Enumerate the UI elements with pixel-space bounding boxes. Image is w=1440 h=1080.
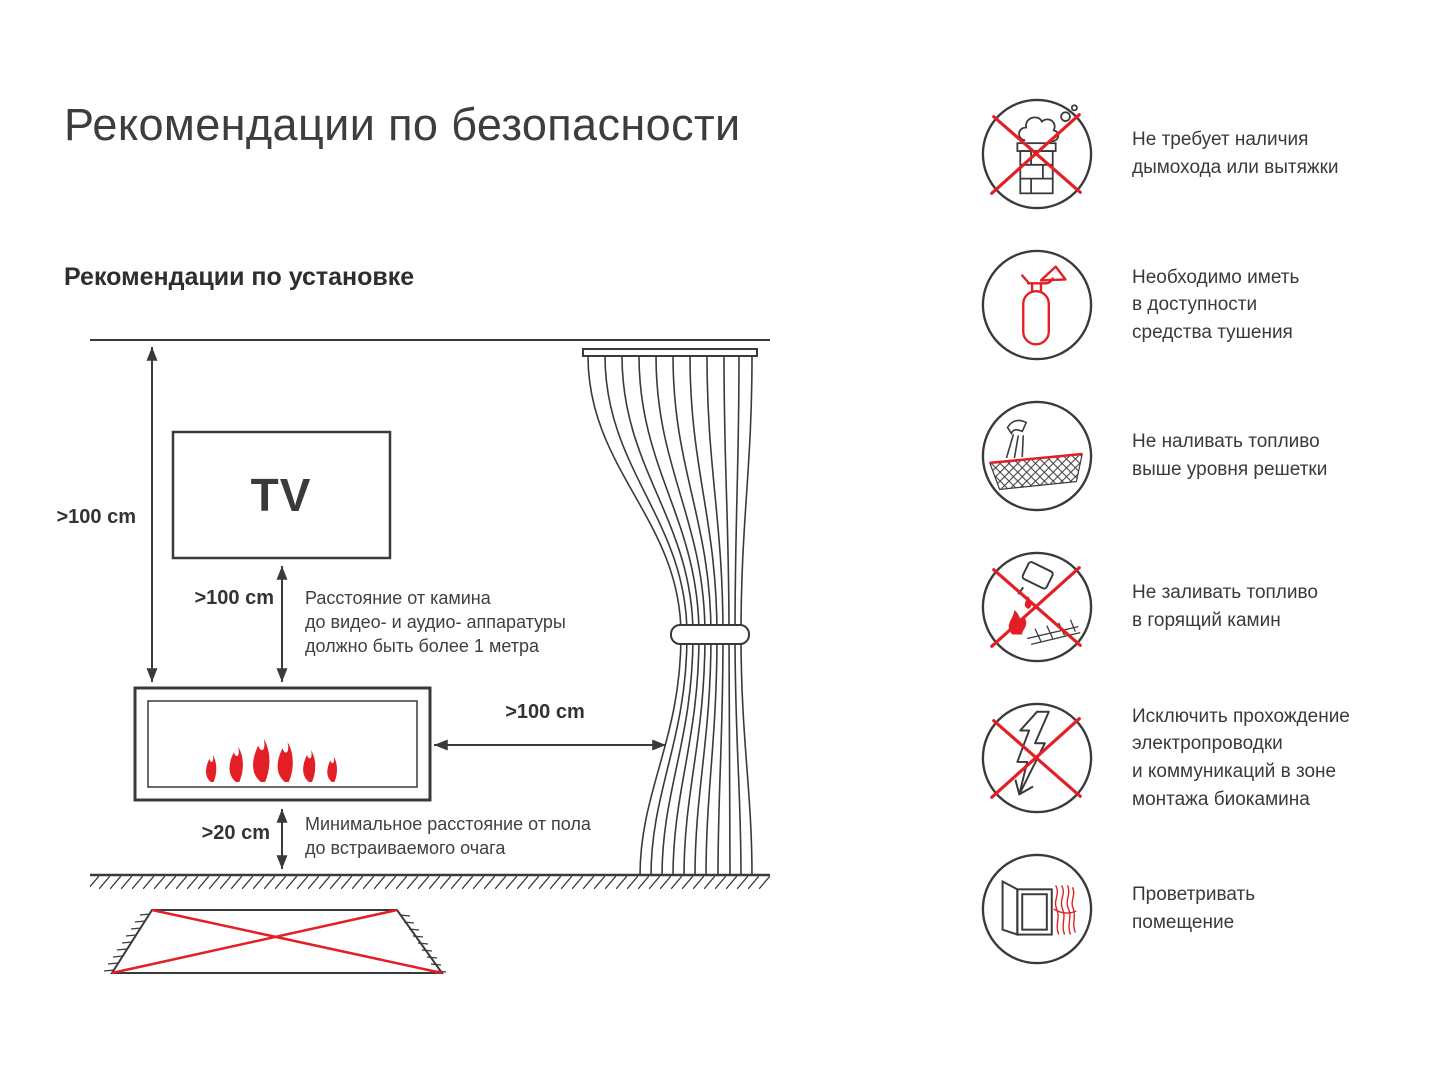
no-refuel-burning-icon (981, 551, 1093, 663)
tv-distance-note: Расстояние от камина до видео- и аудио- … (305, 588, 566, 657)
fireplace-inner (147, 700, 418, 788)
no-electrical-wiring-icon (981, 702, 1093, 814)
floor-hatching (90, 876, 770, 889)
list-item: Исключить прохождение электропроводки и … (978, 699, 1423, 817)
list-item: Не наливать топливо выше уровня решетки (978, 397, 1423, 515)
list-item: Проветривать помещение (978, 850, 1423, 968)
safety-caption: Не наливать топливо выше уровня решетки (1132, 431, 1328, 480)
curtain-rod (582, 348, 758, 357)
tv-clearance-label: >100 cm (194, 587, 274, 609)
fuel-level-icon (981, 400, 1093, 512)
list-item: Не заливать топливо в горящий камин (978, 548, 1423, 666)
red-cross-icon (111, 908, 443, 975)
rug-crossed-out (103, 908, 447, 975)
installation-diagram: TV (90, 339, 770, 975)
ventilate-room-icon (981, 853, 1093, 965)
tv-box (171, 430, 392, 560)
floor-clearance-label: >20 cm (201, 822, 270, 844)
safety-caption: Исключить прохождение электропроводки и … (1132, 705, 1350, 810)
safety-caption: Необходимо иметь в доступности средства … (1132, 266, 1300, 343)
curtain-clearance-label: >100 cm (505, 701, 585, 723)
fireplace-outer (133, 686, 432, 802)
list-item: Не требует наличия дымохода или вытяжки (978, 95, 1423, 213)
curtain-tie (670, 624, 750, 645)
page-title: Рекомендации по безопасности (64, 99, 741, 150)
section-title: Рекомендации по установке (64, 263, 415, 291)
safety-list: Не требует наличия дымохода или вытяжки … (978, 95, 1423, 968)
wall-clearance-label: >100 cm (56, 506, 136, 528)
safety-caption: Не заливать топливо в горящий камин (1132, 582, 1318, 631)
rug-fringe-right (399, 914, 447, 973)
safety-caption: Проветривать помещение (1132, 884, 1256, 933)
no-chimney-icon (981, 98, 1093, 210)
list-item: Необходимо иметь в доступности средства … (978, 246, 1423, 364)
floor-distance-note: Минимальное расстояние от пола до встраи… (305, 814, 591, 859)
safety-caption: Не требует наличия дымохода или вытяжки (1132, 129, 1339, 178)
rug-fringe-left (103, 913, 151, 972)
tv-label: TV (251, 469, 312, 521)
fire-extinguisher-icon (981, 249, 1093, 361)
